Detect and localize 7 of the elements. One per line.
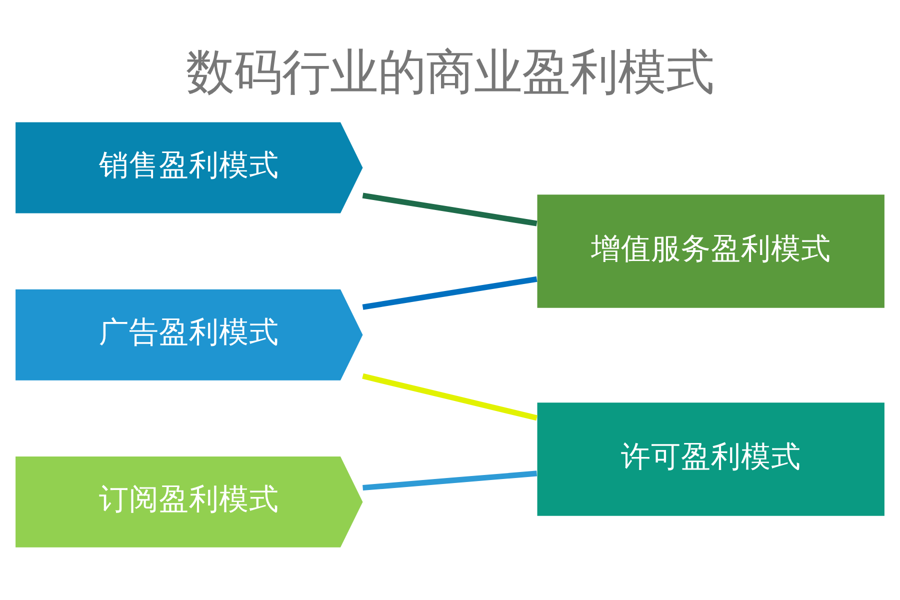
connector [362, 470, 538, 490]
diagram-title: 数码行业的商业盈利模式 [186, 44, 714, 100]
connector [362, 192, 538, 226]
node-box: 许可盈利模式 [537, 402, 884, 516]
connector [362, 372, 538, 420]
node-box: 增值服务盈利模式 [537, 194, 884, 308]
connector [362, 276, 538, 310]
